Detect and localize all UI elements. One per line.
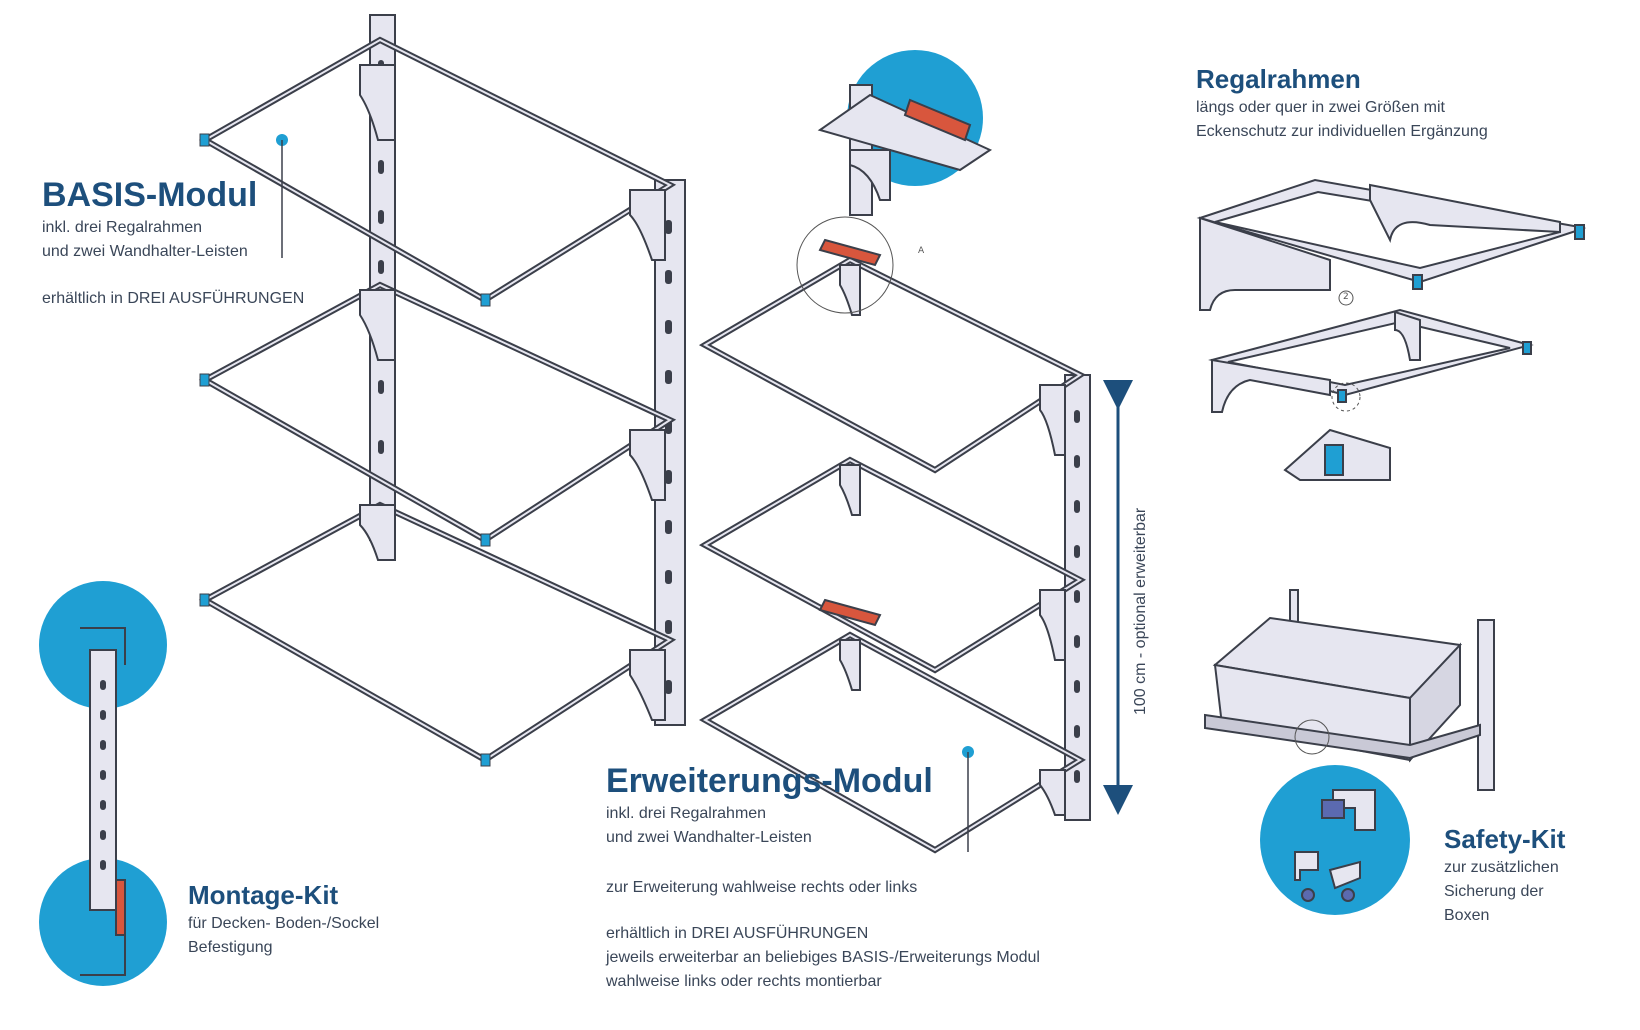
safety-line-3: Boxen — [1444, 907, 1490, 924]
erweiterung-line-1: inkl. drei Regalrahmen — [606, 805, 767, 822]
safety-kit-drawing — [1204, 589, 1495, 791]
item-2-label: 2 — [1343, 292, 1349, 302]
regalrahmen-description: längs oder quer in zwei Größen mit Ecken… — [1196, 96, 1488, 144]
erweiterung-callout — [962, 746, 974, 852]
basis-description: inkl. drei Regalrahmen und zwei Wandhalt… — [42, 216, 248, 264]
erweiterung-description: inkl. drei Regalrahmen und zwei Wandhalt… — [606, 802, 812, 850]
safety-detail-marker — [1294, 719, 1330, 755]
detail-bracket-zoom — [817, 50, 993, 216]
regalrahmen-line-1: längs oder quer in zwei Größen mit — [1196, 99, 1445, 116]
basis-bracket — [359, 64, 396, 141]
erweiterung-line-2: und zwei Wandhalter-Leisten — [606, 829, 812, 846]
detail-a-circle — [796, 216, 894, 314]
erweiterung-title: Erweiterungs-Modul — [606, 762, 933, 800]
montage-kit-drawing — [39, 581, 167, 986]
erweiterung-avail-1: erhältlich in DREI AUSFÜHRUNGEN — [606, 925, 869, 942]
basis-middle-frame — [198, 281, 677, 544]
erweiterung-module-drawing — [698, 238, 1091, 854]
regalrahmen-drawing — [1196, 178, 1586, 481]
safety-line-2: Sicherung der — [1444, 883, 1544, 900]
safety-description: zur zusätzlichen Sicherung der Boxen — [1444, 856, 1559, 928]
erweiterung-side: zur Erweiterung wahlweise rechts oder li… — [606, 879, 918, 896]
erweiterung-avail-2: jeweils erweiterbar an beliebiges BASIS-… — [606, 949, 1040, 966]
regalrahmen-line-2: Eckenschutz zur individuellen Ergänzung — [1196, 123, 1488, 140]
basis-callout — [276, 134, 288, 258]
basis-bottom-frame — [198, 501, 677, 764]
basis-rail-holes — [378, 60, 672, 694]
dimension-label: 100 cm - optional erweiterbar — [1132, 507, 1149, 715]
montage-line-2: Befestigung — [188, 939, 273, 956]
regalrahmen-title: Regalrahmen — [1196, 64, 1361, 94]
safety-title: Safety-Kit — [1444, 824, 1566, 854]
safety-detail-zoom — [1260, 765, 1410, 915]
erweiterung-availability: erhältlich in DREI AUSFÜHRUNGEN jeweils … — [606, 922, 1040, 994]
detail-a-marker — [1331, 382, 1361, 412]
basis-front-rail — [654, 179, 686, 726]
montage-title: Montage-Kit — [188, 880, 339, 910]
basis-line-1: inkl. drei Regalrahmen — [42, 219, 203, 236]
detail-a-label: A — [918, 246, 925, 256]
basis-availability: erhältlich in DREI AUSFÜHRUNGEN — [42, 290, 305, 307]
basis-line-2: und zwei Wandhalter-Leisten — [42, 243, 248, 260]
item-2-marker — [1338, 290, 1354, 306]
basis-module-drawing — [198, 14, 686, 767]
basis-corner-caps — [199, 133, 491, 767]
erweiterung-avail-3: wahlweise links oder rechts montierbar — [606, 973, 882, 990]
basis-top-frame — [198, 36, 677, 304]
montage-description: für Decken- Boden-/Sockel Befestigung — [188, 912, 379, 960]
montage-line-1: für Decken- Boden-/Sockel — [188, 915, 380, 932]
safety-line-1: zur zusätzlichen — [1444, 859, 1559, 876]
basis-title: BASIS-Modul — [42, 176, 258, 214]
